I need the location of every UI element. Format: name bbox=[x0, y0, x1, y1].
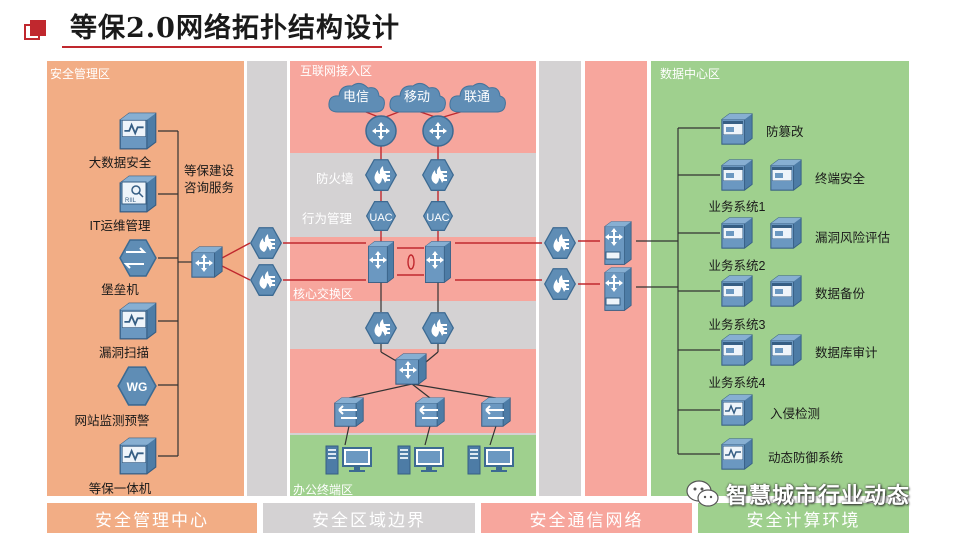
core-horizontal-links bbox=[221, 240, 600, 285]
business-system-3-icon bbox=[721, 275, 753, 307]
label-anti-tamper: 防篡改 bbox=[766, 125, 804, 139]
firewall-row-label: 防火墙 bbox=[316, 172, 354, 186]
label-website-monitoring: 网站监测预警 bbox=[74, 414, 150, 428]
behavior-management-row-label: 行为管理 bbox=[302, 212, 353, 226]
isp-label-telecom: 电信 bbox=[343, 89, 369, 104]
watermark: 智慧城市行业动态 bbox=[686, 477, 910, 511]
stack-link-icon bbox=[407, 254, 415, 270]
management-switch-icon bbox=[191, 246, 223, 278]
website-monitoring-icon: WG bbox=[117, 366, 157, 406]
label-endpoint-security: 终端安全 bbox=[815, 172, 866, 186]
label-data-backup: 数据备份 bbox=[815, 287, 866, 301]
label-big-data-security: 大数据安全 bbox=[88, 156, 152, 170]
svg-text:RIIL: RIIL bbox=[125, 198, 137, 204]
aggregation-switch-icon bbox=[395, 353, 427, 385]
uac-label: UAC bbox=[369, 212, 392, 224]
isp-label-mobile: 移动 bbox=[404, 89, 430, 104]
right-bus-lines bbox=[636, 127, 720, 455]
big-data-security-icon bbox=[119, 112, 157, 150]
label-bastion-host: 堡垒机 bbox=[101, 283, 139, 297]
endpoint-security-icon bbox=[770, 159, 802, 191]
label-business-system-1: 业务系统1 bbox=[708, 200, 766, 214]
label-business-system-4: 业务系统4 bbox=[708, 376, 766, 390]
footer-secure-computing-environment: 安全计算环境 bbox=[698, 503, 909, 533]
footer-security-area-boundary: 安全区域边界 bbox=[263, 503, 475, 533]
zone-label-internet-access: 互联网接入区 bbox=[300, 64, 373, 78]
zone-label-data-center: 数据中心区 bbox=[660, 67, 721, 81]
zone-label-core-switching: 核心交换区 bbox=[293, 287, 354, 301]
vulnerability-risk-assessment-icon bbox=[770, 217, 802, 249]
wg-label: WG bbox=[127, 380, 148, 394]
label-business-system-2: 业务系统2 bbox=[708, 259, 766, 273]
label-database-audit: 数据库审计 bbox=[815, 346, 878, 360]
left-bus-lines bbox=[158, 130, 192, 457]
title-marker-icon bbox=[24, 20, 46, 42]
anti-tamper-icon bbox=[721, 113, 753, 145]
consulting-label-line2: 咨询服务 bbox=[184, 181, 235, 195]
it-operations-icon: RIIL bbox=[119, 175, 157, 213]
intrusion-detection-icon bbox=[721, 394, 753, 426]
data-backup-icon bbox=[770, 275, 802, 307]
title-underline bbox=[62, 46, 382, 48]
lower-links bbox=[344, 282, 497, 446]
uac-label: UAC bbox=[426, 212, 449, 224]
dynamic-defense-icon bbox=[721, 438, 753, 470]
zone-label-security-management: 安全管理区 bbox=[50, 67, 111, 81]
label-business-system-3: 业务系统3 bbox=[708, 318, 766, 332]
business-system-1-icon bbox=[721, 159, 753, 191]
business-system-4-icon bbox=[721, 334, 753, 366]
page-title: 等保2.0网络拓扑结构设计 bbox=[70, 13, 400, 44]
datacenter-switch-icon bbox=[604, 221, 632, 311]
zone-label-office-terminal: 办公终端区 bbox=[293, 483, 354, 497]
uac-icon: UAC UAC bbox=[365, 200, 454, 232]
label-vulnerability-risk-assessment: 漏洞风险评估 bbox=[815, 231, 891, 245]
footer-secure-communication-network: 安全通信网络 bbox=[481, 503, 692, 533]
label-it-operations: IT运维管理 bbox=[89, 219, 151, 233]
business-system-2-icon bbox=[721, 217, 753, 249]
consulting-label-line1: 等保建设 bbox=[184, 164, 235, 178]
label-compliance-appliance: 等保一体机 bbox=[88, 482, 152, 496]
label-intrusion-detection: 入侵检测 bbox=[770, 407, 821, 421]
access-switch-icon bbox=[334, 397, 511, 427]
wechat-icon bbox=[686, 480, 719, 507]
footer-security-management-center: 安全管理中心 bbox=[47, 503, 257, 533]
terminal-icon bbox=[325, 445, 514, 475]
isp-label-unicom: 联通 bbox=[464, 89, 490, 104]
router-icon bbox=[365, 115, 454, 147]
watermark-text: 智慧城市行业动态 bbox=[726, 483, 911, 508]
label-vulnerability-scan: 漏洞扫描 bbox=[98, 346, 150, 360]
compliance-appliance-icon bbox=[119, 437, 157, 475]
label-dynamic-defense: 动态防御系统 bbox=[768, 451, 844, 465]
bastion-host-icon bbox=[119, 239, 157, 277]
firewall-icon bbox=[250, 159, 576, 344]
vulnerability-scan-icon bbox=[119, 302, 157, 340]
database-audit-icon bbox=[770, 334, 802, 366]
